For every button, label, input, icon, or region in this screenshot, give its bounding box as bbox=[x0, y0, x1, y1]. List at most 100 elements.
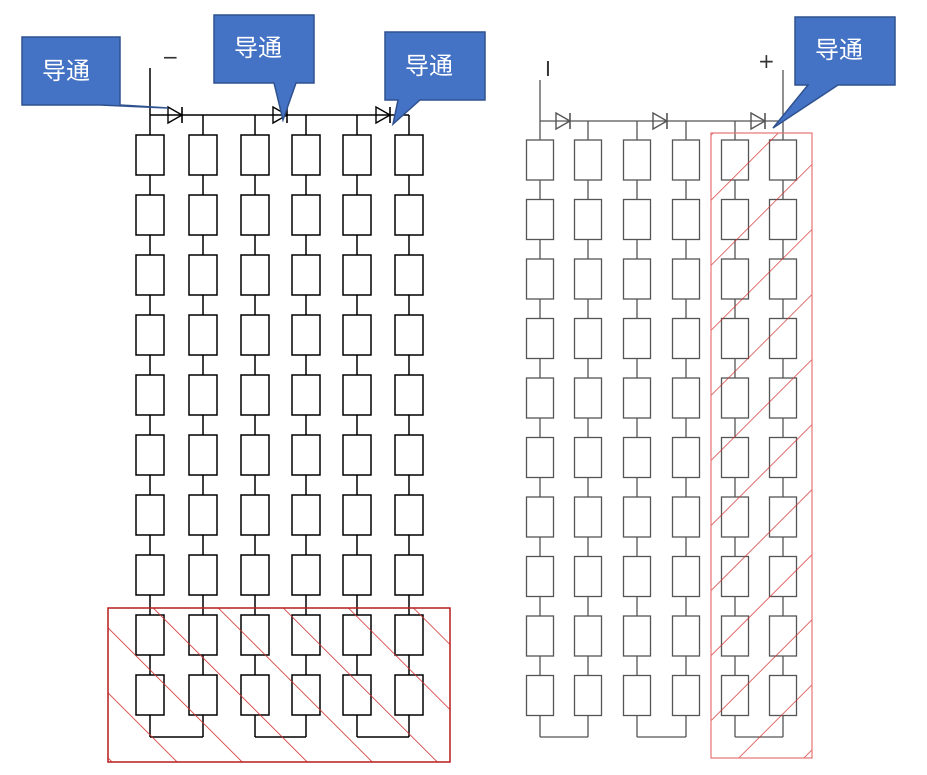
pv-cell-icon bbox=[573, 198, 603, 241]
pv-cell-icon bbox=[622, 555, 652, 598]
pv-cell-icon bbox=[342, 434, 372, 476]
pv-cell-icon bbox=[394, 434, 424, 476]
pv-cell-icon bbox=[394, 134, 424, 176]
pv-cell-icon bbox=[240, 554, 270, 596]
pv-cell-icon bbox=[188, 314, 218, 356]
pv-cell-icon bbox=[342, 374, 372, 416]
pv-cell-icon bbox=[240, 494, 270, 536]
pv-cell-icon bbox=[135, 254, 165, 296]
pv-cell-icon bbox=[240, 134, 270, 176]
pv-cell-icon bbox=[671, 317, 701, 360]
cell-string bbox=[573, 121, 603, 737]
pv-cell-icon bbox=[342, 494, 372, 536]
pv-cell-icon bbox=[188, 194, 218, 236]
pv-cell-icon bbox=[671, 615, 701, 657]
pv-cell-icon bbox=[525, 258, 555, 300]
pv-cell-icon bbox=[188, 254, 218, 296]
speech-callout-icon bbox=[384, 31, 486, 127]
left-polarity-label: − bbox=[162, 45, 179, 69]
pv-cell-icon bbox=[394, 374, 424, 416]
pv-cell-icon bbox=[135, 374, 165, 416]
pv-cell-icon bbox=[240, 374, 270, 416]
pv-cell-icon bbox=[671, 436, 701, 479]
pv-cell-icon bbox=[622, 258, 652, 300]
pv-cell-icon bbox=[240, 434, 270, 476]
pv-cell-icon bbox=[394, 554, 424, 596]
pv-cell-icon bbox=[342, 134, 372, 176]
pv-cell-icon bbox=[573, 555, 603, 598]
pv-cell-icon bbox=[342, 194, 372, 236]
pv-cell-icon bbox=[240, 314, 270, 356]
pv-cell-icon bbox=[622, 496, 652, 538]
pv-cell-icon bbox=[525, 139, 555, 181]
pv-cell-icon bbox=[291, 254, 321, 296]
pv-cell-icon bbox=[291, 374, 321, 416]
pv-cell-icon bbox=[573, 377, 603, 419]
pv-cell-icon bbox=[394, 494, 424, 536]
pv-cell-icon bbox=[622, 615, 652, 657]
pv-cell-icon bbox=[188, 374, 218, 416]
pv-cell-icon bbox=[622, 198, 652, 241]
callout-left-2: 导通 bbox=[213, 14, 315, 123]
speech-callout-icon bbox=[213, 14, 315, 123]
pv-cell-icon bbox=[188, 134, 218, 176]
callout-left-3: 导通 bbox=[384, 31, 486, 127]
pv-cell-icon bbox=[573, 674, 603, 717]
pv-cell-icon bbox=[135, 434, 165, 476]
pv-cell-icon bbox=[573, 615, 603, 657]
diode-icon bbox=[555, 111, 572, 131]
pv-cell-icon bbox=[525, 496, 555, 538]
pv-cell-icon bbox=[291, 554, 321, 596]
pv-cell-icon bbox=[188, 554, 218, 596]
pv-cell-icon bbox=[135, 194, 165, 236]
pv-cell-icon bbox=[671, 555, 701, 598]
pv-cell-icon bbox=[135, 554, 165, 596]
pv-cell-icon bbox=[525, 198, 555, 241]
right-polarity-label-plus: + bbox=[758, 49, 775, 73]
pv-cell-icon bbox=[622, 674, 652, 717]
pv-cell-icon bbox=[525, 674, 555, 717]
pv-cell-icon bbox=[671, 198, 701, 241]
pv-cell-icon bbox=[671, 674, 701, 717]
diode-icon bbox=[750, 111, 767, 131]
speech-callout-icon bbox=[21, 36, 169, 109]
pv-cell-icon bbox=[525, 377, 555, 419]
pv-cell-icon bbox=[573, 139, 603, 181]
pv-cell-icon bbox=[291, 134, 321, 176]
callout-label: 导通 bbox=[405, 52, 453, 80]
left-shaded-region bbox=[107, 607, 451, 763]
cell-string bbox=[622, 121, 652, 737]
pv-cell-icon bbox=[291, 434, 321, 476]
pv-cell-icon bbox=[671, 139, 701, 181]
callout-label: 导通 bbox=[42, 57, 90, 85]
callout-label: 导通 bbox=[234, 34, 282, 62]
pv-cell-icon bbox=[525, 317, 555, 360]
pv-cell-icon bbox=[671, 496, 701, 538]
diode-icon bbox=[167, 105, 184, 125]
pv-cell-icon bbox=[394, 194, 424, 236]
pv-cell-icon bbox=[342, 554, 372, 596]
pv-cell-icon bbox=[394, 254, 424, 296]
cell-string bbox=[671, 121, 701, 737]
pv-cell-icon bbox=[188, 434, 218, 476]
callout-label: 导通 bbox=[815, 36, 863, 64]
right-polarity-label-minus: I bbox=[545, 57, 551, 81]
pv-cell-icon bbox=[573, 317, 603, 360]
pv-cell-icon bbox=[525, 555, 555, 598]
pv-cell-icon bbox=[573, 258, 603, 300]
pv-cell-icon bbox=[291, 494, 321, 536]
pv-cell-icon bbox=[573, 436, 603, 479]
diode-icon bbox=[375, 105, 392, 125]
pv-cell-icon bbox=[622, 317, 652, 360]
pv-cell-icon bbox=[622, 377, 652, 419]
pv-cell-icon bbox=[291, 194, 321, 236]
pv-cell-icon bbox=[291, 314, 321, 356]
pv-cell-icon bbox=[342, 314, 372, 356]
pv-cell-icon bbox=[394, 314, 424, 356]
pv-cell-icon bbox=[135, 134, 165, 176]
pv-cell-icon bbox=[188, 494, 218, 536]
speech-callout-icon bbox=[772, 16, 896, 129]
right-shaded-region bbox=[710, 132, 813, 759]
pv-cell-icon bbox=[622, 436, 652, 479]
